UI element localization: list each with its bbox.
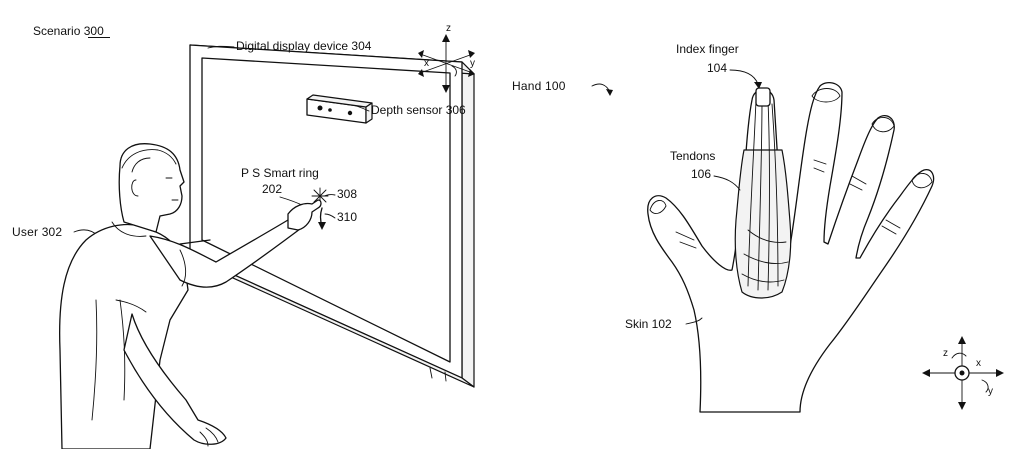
depth-sensor-label: Depth sensor 306 <box>371 103 466 117</box>
smart-ring-label: P S Smart ring <box>241 166 319 180</box>
display-device-label: Digital display device 304 <box>236 39 372 53</box>
depth-sensor-side <box>365 102 373 124</box>
hand-axis-z: z <box>943 348 948 359</box>
display-foot <box>444 371 447 382</box>
index-finger-tip <box>755 87 771 107</box>
hand-figure: Hand 100 <box>512 42 1004 413</box>
depth-sensor-lens <box>328 108 332 112</box>
tendons-leader <box>713 175 741 191</box>
hand-label: Hand 100 <box>512 79 566 93</box>
smart-ring-number: 202 <box>262 182 282 196</box>
skin-label: Skin 102 <box>625 317 672 331</box>
motion-arrowhead <box>318 222 326 230</box>
hand-drawing <box>647 81 935 413</box>
depth-sensor-leader <box>355 105 370 112</box>
scenario-axes-indicator: z x y <box>418 23 475 93</box>
skin-leader <box>685 317 703 325</box>
digital-display-device <box>189 44 475 388</box>
scenario-axis-x: x <box>424 58 429 69</box>
user-label: User 302 <box>12 225 62 239</box>
display-screen <box>201 57 451 363</box>
scenario-axis-y: y <box>470 58 475 69</box>
hand-label-arrowhead <box>606 89 613 96</box>
index-finger-leader <box>729 69 759 85</box>
scenario-label: Scenario 300 <box>33 24 104 38</box>
depth-sensor-lens <box>317 105 323 111</box>
pinky-fingernail <box>911 173 933 189</box>
scenario-figure: Scenario 300 Digital display device 304 <box>12 23 475 449</box>
depth-sensor-lens <box>347 110 353 116</box>
display-device-leader <box>207 45 235 49</box>
display-foot <box>429 367 433 379</box>
user-head <box>118 143 185 233</box>
ref-308-label: 308 <box>337 187 357 201</box>
user-lower-arm <box>123 313 227 445</box>
thumb-nail <box>649 200 667 214</box>
hand-axis-y: y <box>988 386 993 397</box>
ref-308-leader <box>323 194 336 197</box>
tendons-number: 106 <box>691 167 711 181</box>
scenario-number: 300 <box>84 24 104 38</box>
user-figure <box>59 143 322 449</box>
ref-310-label: 310 <box>337 210 357 224</box>
index-finger-number: 104 <box>707 61 727 75</box>
index-finger-label: Index finger <box>676 42 739 56</box>
user-hand <box>287 199 322 231</box>
tendons-label: Tendons <box>670 149 715 163</box>
ref-310-leader <box>324 213 336 219</box>
hand-axes-indicator: z x y <box>922 336 1004 410</box>
depth-sensor <box>306 94 373 124</box>
hand-axis-x: x <box>976 358 981 369</box>
middle-fingernail <box>811 88 841 103</box>
index-finger-arrowhead <box>754 82 762 89</box>
ring-fingernail <box>871 117 895 133</box>
scenario-axis-z: z <box>446 23 451 34</box>
tendon-region <box>734 149 792 299</box>
